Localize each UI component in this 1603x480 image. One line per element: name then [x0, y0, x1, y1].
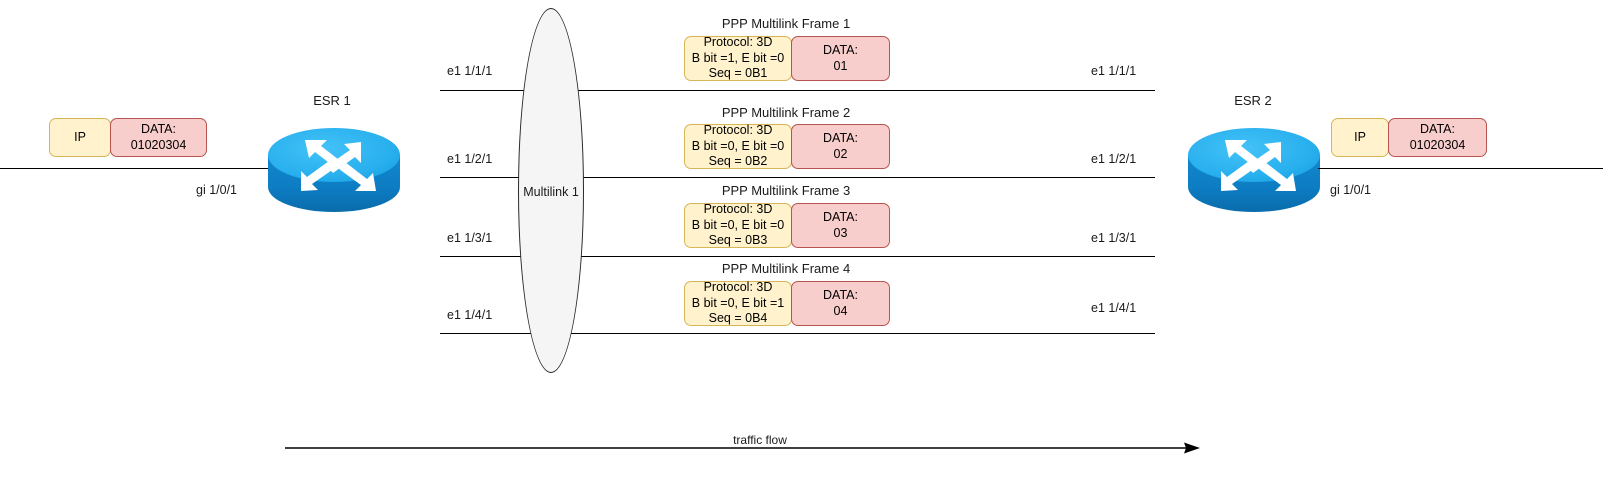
right-interface-label-2: e1 1/2/1 [1091, 152, 1137, 166]
frame-title-4: PPP Multilink Frame 4 [721, 261, 851, 276]
right-ip-data-label: DATA: [1420, 121, 1455, 136]
frame-data-value-3: 03 [833, 225, 848, 240]
frame-header-box-3: Protocol: 3D B bit =0, E bit =0 Seq = 0B… [684, 202, 792, 248]
frame-data-box-1: DATA: 01 [791, 36, 890, 81]
frame-data-value-4: 04 [833, 303, 848, 318]
left-ip-data-box: DATA: 01020304 [110, 118, 207, 157]
left-interface-label-2: e1 1/2/1 [447, 152, 493, 166]
frame-header-bits-4: B bit =0, E bit =1 [691, 295, 785, 310]
router-icon-svg [268, 128, 400, 212]
right-interface-label-3: e1 1/3/1 [1091, 231, 1137, 245]
frame-header-protocol-4: Protocol: 3D [703, 280, 773, 295]
router-icon-2[interactable] [1185, 113, 1323, 221]
frame-data-label-3: DATA: [823, 209, 858, 224]
left-ip-data-value: 01020304 [130, 137, 187, 152]
left-interface-label-3: e1 1/3/1 [447, 231, 493, 245]
right-ip-header-label: IP [1354, 129, 1366, 144]
multilink-label: Multilink 1 [523, 185, 579, 199]
frame-header-box-4: Protocol: 3D B bit =0, E bit =1 Seq = 0B… [684, 280, 792, 326]
frame-data-value-1: 01 [833, 58, 848, 73]
frame-header-seq-2: Seq = 0B2 [708, 154, 768, 169]
link-line-4 [440, 333, 1155, 334]
left-router-name: ESR 1 [313, 93, 351, 108]
link-line-3 [440, 256, 1155, 257]
frame-header-protocol-3: Protocol: 3D [703, 202, 773, 217]
arrow-right-icon [285, 442, 1200, 454]
frame-header-bits-1: B bit =1, E bit =0 [691, 50, 785, 65]
frame-header-protocol-1: Protocol: 3D [703, 35, 773, 50]
frame-header-seq-3: Seq = 0B3 [708, 233, 768, 248]
frame-header-bits-2: B bit =0, E bit =0 [691, 138, 785, 153]
right-interface-label-1: e1 1/1/1 [1091, 64, 1137, 78]
frame-header-seq-4: Seq = 0B4 [708, 311, 768, 326]
frame-header-box-2: Protocol: 3D B bit =0, E bit =0 Seq = 0B… [684, 123, 792, 169]
left-ip-data-label: DATA: [141, 121, 176, 136]
frame-header-protocol-2: Protocol: 3D [703, 123, 773, 138]
frame-data-label-2: DATA: [823, 130, 858, 145]
frame-title-3: PPP Multilink Frame 3 [721, 183, 851, 198]
traffic-flow-arrow [285, 440, 1200, 456]
frame-data-box-4: DATA: 04 [791, 281, 890, 326]
right-ip-data-box: DATA: 01020304 [1388, 118, 1487, 157]
right-interface-label-4: e1 1/4/1 [1091, 301, 1137, 315]
link-line-2 [440, 177, 1155, 178]
frame-data-label-4: DATA: [823, 287, 858, 302]
frame-header-box-1: Protocol: 3D B bit =1, E bit =0 Seq = 0B… [684, 35, 792, 81]
right-lan-line [1318, 168, 1603, 169]
frame-data-box-2: DATA: 02 [791, 124, 890, 169]
frame-data-label-1: DATA: [823, 42, 858, 57]
frame-title-1: PPP Multilink Frame 1 [721, 16, 851, 31]
left-ip-header-box: IP [49, 118, 111, 157]
left-lan-line [0, 168, 290, 169]
router-icon[interactable] [265, 113, 403, 221]
traffic-flow-label: traffic flow [733, 433, 787, 447]
right-ip-header-box: IP [1331, 118, 1389, 157]
frame-data-value-2: 02 [833, 146, 848, 161]
right-ip-data-value: 01020304 [1409, 137, 1466, 152]
left-interface-label-4: e1 1/4/1 [447, 308, 493, 322]
router-icon-2-svg [1188, 128, 1320, 212]
frame-header-seq-1: Seq = 0B1 [708, 66, 768, 81]
frame-data-box-3: DATA: 03 [791, 203, 890, 248]
right-router-interface-label: gi 1/0/1 [1330, 183, 1372, 197]
multilink-bundle-ellipse[interactable] [518, 8, 584, 373]
frame-title-2: PPP Multilink Frame 2 [721, 105, 851, 120]
left-interface-label-1: e1 1/1/1 [447, 64, 493, 78]
left-router-interface-label: gi 1/0/1 [196, 183, 238, 197]
frame-header-bits-3: B bit =0, E bit =0 [691, 217, 785, 232]
link-line-1 [440, 90, 1155, 91]
right-router-name: ESR 2 [1234, 93, 1272, 108]
left-ip-header-label: IP [74, 129, 86, 144]
